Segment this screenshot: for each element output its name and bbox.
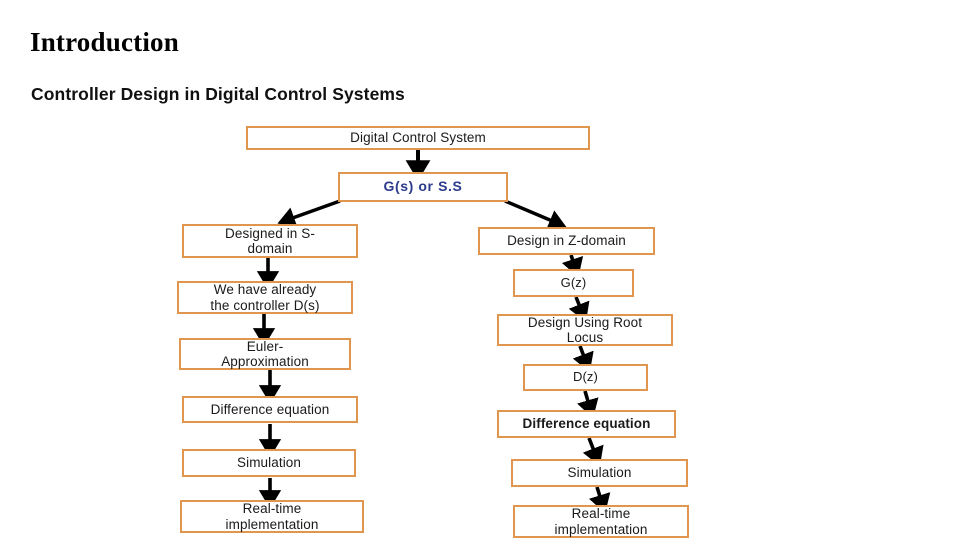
node-left-difference-equation[interactable]: Difference equation [182,396,358,423]
node-label: D(z) [573,369,598,385]
arrow-right-difference-to-simulation [582,437,604,467]
node-label: G(z) [560,274,587,290]
arrow-model-to-left-branch [277,199,341,228]
node-label: Difference equation [210,401,330,417]
node-left-controller-ds[interactable]: We have already the controller D(s) [177,281,353,314]
node-left-simulation[interactable]: Simulation [182,449,356,477]
arrow-right-controller-to-difference [577,390,599,419]
arrow-model-to-right-branch [504,199,567,230]
node-design-in-z-domain[interactable]: Design in Z-domain [478,227,655,255]
node-gz[interactable]: G(z) [513,269,634,297]
node-label: Simulation [567,465,632,481]
node-left-realtime-implementation[interactable]: Real-time implementation [180,500,364,533]
arrow-right-simulation-to-realtime [588,486,611,514]
node-right-simulation[interactable]: Simulation [511,459,688,487]
node-right-realtime-implementation[interactable]: Real-time implementation [513,505,689,538]
node-dz[interactable]: D(z) [523,364,648,391]
page-subtitle: Controller Design in Digital Control Sys… [31,84,405,104]
node-label: Designed in S- domain [225,225,315,256]
node-label: Euler- Approximation [221,338,309,369]
node-right-difference-equation[interactable]: Difference equation [497,410,676,438]
node-label: Digital Control System [350,130,486,146]
node-design-using-root-locus[interactable]: Design Using Root Locus [497,314,673,346]
node-label: We have already the controller D(s) [210,282,320,313]
node-label: Simulation [236,455,302,471]
node-euler-approximation[interactable]: Euler- Approximation [179,338,351,370]
node-label: Design in Z-domain [507,233,626,249]
node-label: Difference equation [522,416,651,432]
node-designed-in-s-domain[interactable]: Designed in S- domain [182,224,358,258]
node-label: Real-time implementation [554,506,648,537]
arrow-right-rootlocus-to-controller [572,345,594,373]
arrow-right-plant-to-rootlocus [568,296,590,323]
node-gs-or-ss[interactable]: G(s) or S.S [338,172,508,202]
page-title: Introduction [30,27,179,57]
node-label: G(s) or S.S [383,178,463,195]
arrow-right-branch-to-plant [561,254,584,278]
node-digital-control-system[interactable]: Digital Control System [246,126,590,150]
node-label: Design Using Root Locus [527,314,643,345]
node-label: Real-time implementation [225,501,319,532]
